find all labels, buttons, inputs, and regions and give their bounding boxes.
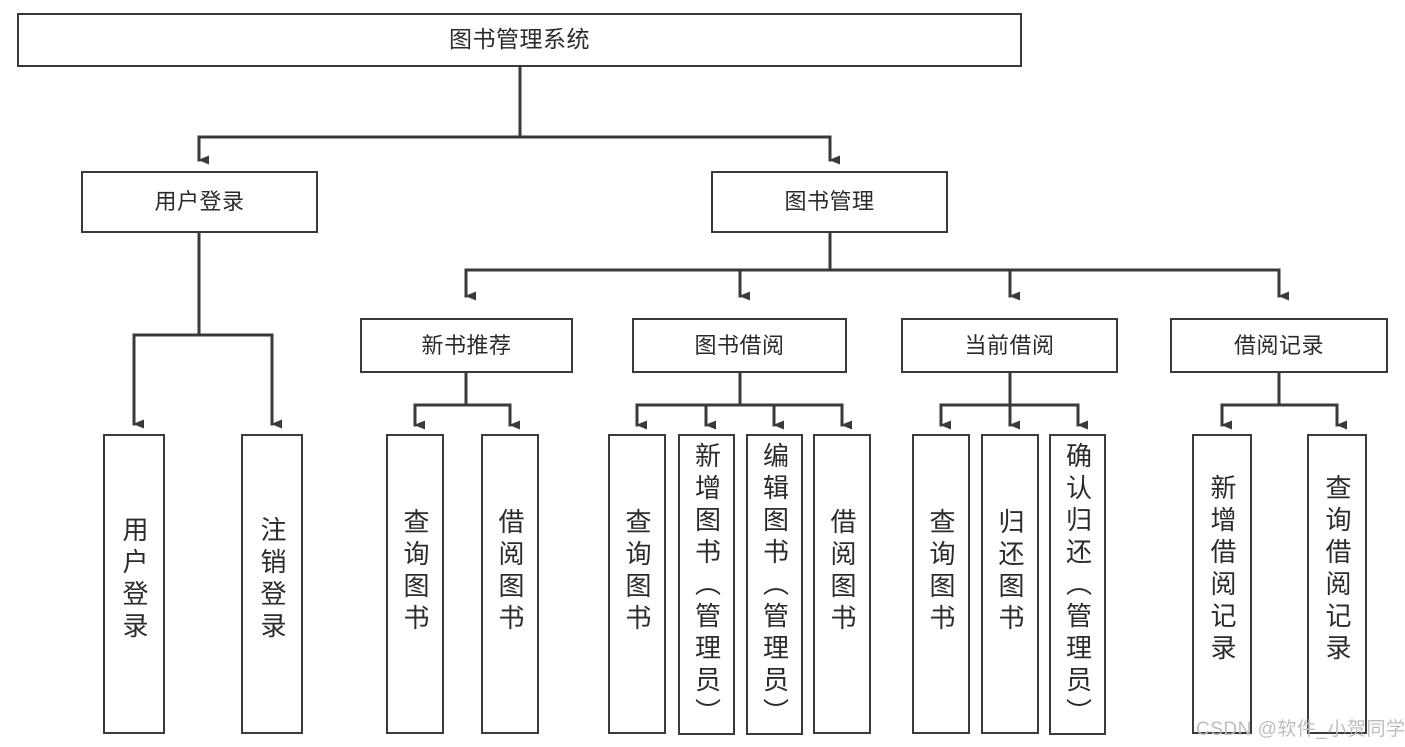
csdn-watermark: CSDN @软件_小贺同学 [1196, 719, 1405, 740]
node-leaf-query-book-c-label: 查询图书 [926, 508, 956, 636]
node-user-login[interactable]: 用户登录 [81, 171, 318, 233]
node-leaf-borrow-book-b-label: 借阅图书 [827, 508, 857, 636]
node-leaf-query-record-label: 查询借阅记录 [1322, 474, 1352, 666]
node-leaf-edit-book-label: 编辑图书（管理员） [759, 442, 790, 730]
node-leaf-query-book-c[interactable]: 查询图书 [912, 434, 970, 734]
node-leaf-add-record-label: 新增借阅记录 [1207, 474, 1237, 666]
node-book-borrow-label: 图书借阅 [694, 332, 785, 358]
node-leaf-query-book-b[interactable]: 查询图书 [608, 434, 666, 734]
node-leaf-borrow-book-a[interactable]: 借阅图书 [481, 434, 539, 734]
node-leaf-return-book[interactable]: 归还图书 [981, 434, 1039, 734]
node-leaf-query-book-b-label: 查询图书 [622, 508, 652, 636]
node-leaf-borrow-book-b[interactable]: 借阅图书 [813, 434, 871, 734]
node-leaf-borrow-book-a-label: 借阅图书 [495, 508, 525, 636]
node-borrow-record-label: 借阅记录 [1233, 332, 1324, 358]
node-leaf-add-book[interactable]: 新增图书（管理员） [678, 434, 735, 735]
node-new-book-rec-label: 新书推荐 [421, 332, 512, 358]
node-leaf-logout[interactable]: 注销登录 [241, 434, 303, 734]
node-leaf-user-login[interactable]: 用户登录 [103, 434, 165, 734]
node-borrow-record[interactable]: 借阅记录 [1170, 318, 1388, 373]
node-leaf-add-record[interactable]: 新增借阅记录 [1192, 434, 1252, 734]
node-leaf-add-book-label: 新增图书（管理员） [691, 442, 722, 730]
node-leaf-logout-label: 注销登录 [257, 516, 287, 644]
node-leaf-confirm-return[interactable]: 确认归还（管理员） [1049, 434, 1106, 735]
node-leaf-confirm-return-label: 确认归还（管理员） [1062, 442, 1093, 730]
node-leaf-query-record[interactable]: 查询借阅记录 [1307, 434, 1367, 734]
node-current-borrow-label: 当前借阅 [964, 332, 1055, 358]
node-leaf-query-book-a-label: 查询图书 [400, 508, 430, 636]
node-book-borrow[interactable]: 图书借阅 [632, 318, 847, 373]
node-new-book-rec[interactable]: 新书推荐 [360, 318, 573, 373]
node-book-manage-label: 图书管理 [784, 189, 875, 215]
node-current-borrow[interactable]: 当前借阅 [901, 318, 1118, 373]
node-root[interactable]: 图书管理系统 [17, 13, 1022, 67]
node-user-login-label: 用户登录 [154, 189, 245, 215]
node-leaf-edit-book[interactable]: 编辑图书（管理员） [746, 434, 803, 735]
node-leaf-user-login-label: 用户登录 [119, 516, 149, 644]
node-leaf-query-book-a[interactable]: 查询图书 [386, 434, 444, 734]
node-leaf-return-book-label: 归还图书 [995, 508, 1025, 636]
node-root-label: 图书管理系统 [449, 26, 590, 53]
node-book-manage[interactable]: 图书管理 [711, 171, 948, 233]
